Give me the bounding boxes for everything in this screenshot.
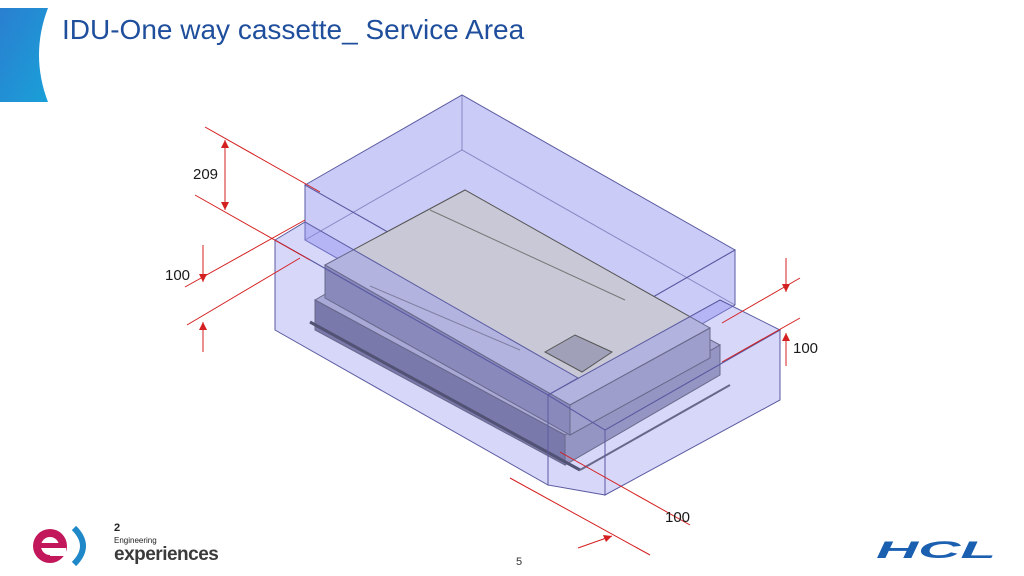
logo-small-text: Engineering: [114, 536, 157, 545]
dimension-arrowheads: [199, 140, 790, 542]
engineering-experiences-logo: 2 Engineering experiences: [30, 522, 219, 566]
header-accent-shape: [0, 8, 48, 102]
inner-box-outline: [304, 95, 736, 306]
hcl-logo: HCL: [876, 537, 996, 564]
dimension-label-top: 209: [193, 166, 219, 183]
page-number: 5: [516, 556, 523, 568]
dimension-label-front: 100: [665, 509, 691, 526]
lower-clearance-boxes: [274, 221, 782, 496]
e-bracket-logo-icon: [33, 525, 86, 566]
logo-superscript: 2: [114, 522, 121, 534]
logo-big-text: experiences: [114, 544, 219, 565]
hcl-logo-text: HCL: [876, 537, 996, 564]
dimension-label-left: 100: [165, 267, 191, 284]
slide-title: IDU-One way cassette_ Service Area: [62, 14, 525, 45]
dimension-label-right: 100: [793, 340, 819, 357]
cassette-unit: [309, 189, 731, 472]
